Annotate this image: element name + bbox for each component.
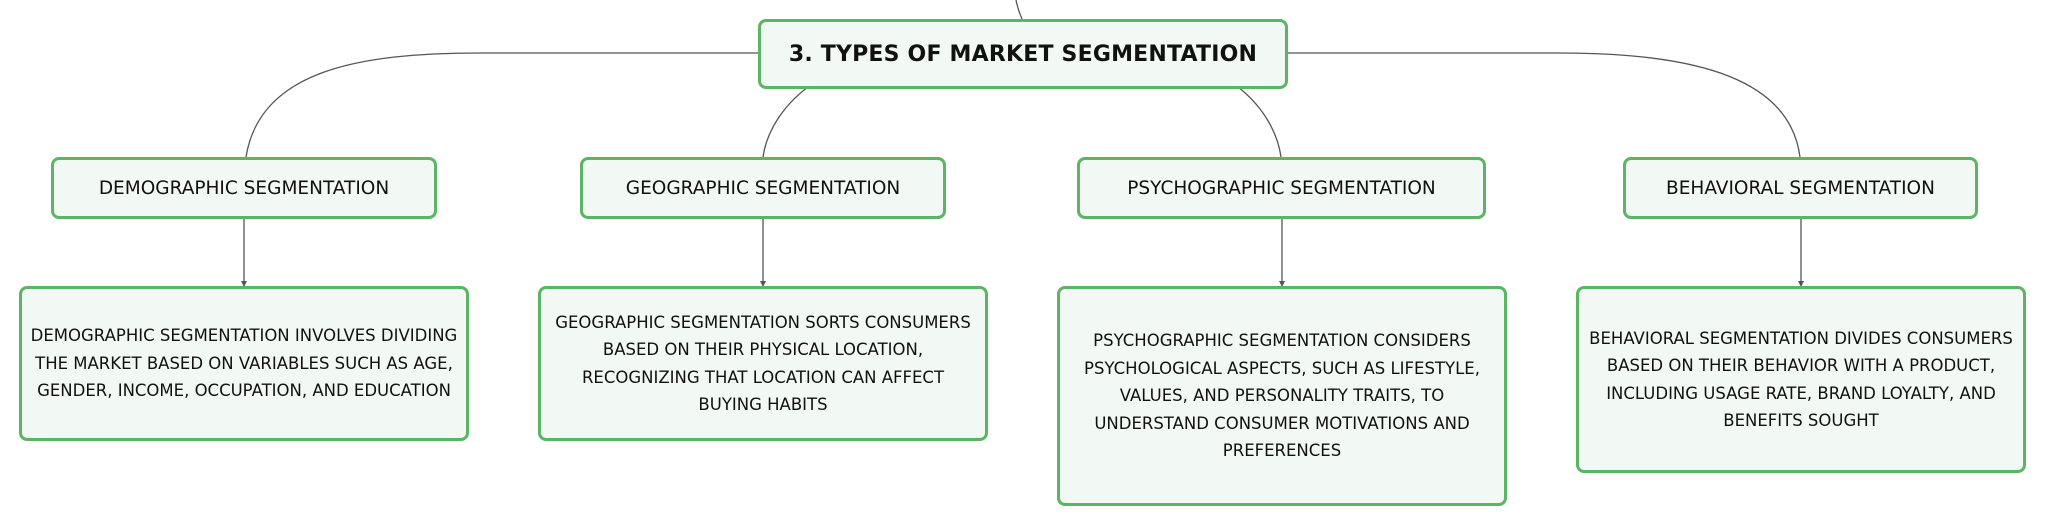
topic-label: PSYCHOGRAPHIC SEGMENTATION xyxy=(1127,177,1436,199)
topic-label: BEHAVIORAL SEGMENTATION xyxy=(1666,177,1935,199)
topic-label: DEMOGRAPHIC SEGMENTATION xyxy=(98,177,390,199)
connector-root-behavioral xyxy=(1288,52,1801,158)
connector-root-psychographic xyxy=(1237,86,1282,158)
detail-demographic-segmentation[interactable]: DEMOGRAPHIC SEGMENTATION INVOLVES DIVIDI… xyxy=(19,286,469,441)
detail-text: BEHAVIORAL SEGMENTATION DIVIDES CONSUMER… xyxy=(1589,328,2013,431)
connector-root-geographic xyxy=(762,86,809,158)
detail-text: GEOGRAPHIC SEGMENTATION SORTS CONSUMERS … xyxy=(555,312,971,415)
topic-label: GEOGRAPHIC SEGMENTATION xyxy=(625,177,901,199)
arrowhead xyxy=(241,281,247,287)
topic-geographic-segmentation[interactable]: GEOGRAPHIC SEGMENTATION xyxy=(580,157,946,219)
detail-behavioral-segmentation[interactable]: BEHAVIORAL SEGMENTATION DIVIDES CONSUMER… xyxy=(1576,286,2026,473)
arrowhead xyxy=(760,281,766,287)
root-topic[interactable]: 3. TYPES OF MARKET SEGMENTATION xyxy=(758,19,1288,89)
connector-parent xyxy=(1015,0,1023,20)
detail-text: DEMOGRAPHIC SEGMENTATION INVOLVES DIVIDI… xyxy=(30,326,458,401)
topic-behavioral-segmentation[interactable]: BEHAVIORAL SEGMENTATION xyxy=(1623,157,1978,219)
detail-psychographic-segmentation[interactable]: PSYCHOGRAPHIC SEGMENTATION CONSIDERS PSY… xyxy=(1057,286,1507,506)
detail-text: PSYCHOGRAPHIC SEGMENTATION CONSIDERS PSY… xyxy=(1084,331,1480,461)
connector-root-demographic xyxy=(245,52,758,158)
topic-demographic-segmentation[interactable]: DEMOGRAPHIC SEGMENTATION xyxy=(51,157,437,219)
root-topic-label: 3. TYPES OF MARKET SEGMENTATION xyxy=(788,41,1258,67)
arrowhead xyxy=(1798,281,1804,287)
arrowhead xyxy=(1279,281,1285,287)
detail-geographic-segmentation[interactable]: GEOGRAPHIC SEGMENTATION SORTS CONSUMERS … xyxy=(538,286,988,441)
topic-psychographic-segmentation[interactable]: PSYCHOGRAPHIC SEGMENTATION xyxy=(1077,157,1486,219)
